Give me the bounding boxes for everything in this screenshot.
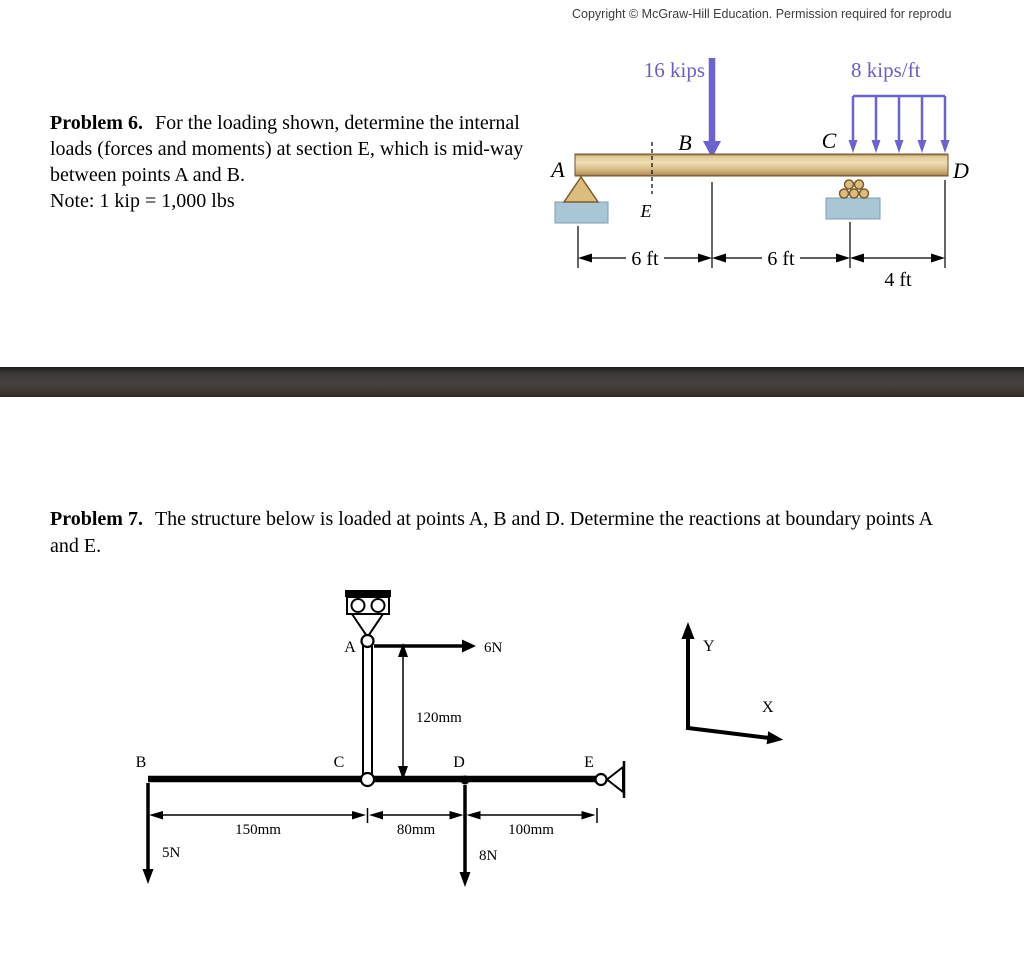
joint-d	[460, 775, 470, 785]
dim-bc: 6 ft	[767, 248, 795, 270]
label-c: C	[822, 128, 837, 153]
pin-support-a	[554, 175, 609, 224]
distributed-load	[848, 94, 950, 153]
roller-support-c	[825, 179, 881, 220]
force-8n-label: 8N	[479, 848, 498, 864]
support-e	[594, 761, 626, 798]
dim-150-label: 150mm	[235, 822, 281, 838]
force-8n-arrow	[459, 785, 471, 887]
problem7-body: The structure below is loaded at points …	[50, 508, 933, 557]
label-a: A	[549, 157, 565, 182]
distributed-load-label: 8 kips/ft	[851, 58, 921, 82]
axis-y-label: Y	[703, 638, 715, 655]
axis-x-label: X	[762, 699, 774, 716]
top-support-a	[345, 590, 391, 638]
pin-c	[359, 771, 376, 788]
force-6n-label: 6N	[484, 640, 503, 656]
label-b: B	[136, 754, 147, 771]
dim-ab: 6 ft	[631, 248, 659, 270]
dim-100-label: 100mm	[508, 822, 554, 838]
problem7-diagram: 6N 120mm A B C D E 5N 8N	[136, 590, 784, 887]
dimension-chain	[149, 808, 598, 823]
point-load-arrow	[703, 58, 721, 158]
problem6-note: Note: 1 kip = 1,000 lbs	[50, 190, 235, 212]
dim-cd: 4 ft	[884, 269, 912, 291]
problem6-statement: Problem 6.For the loading shown, determi…	[50, 110, 550, 214]
page-divider	[0, 367, 1024, 397]
label-d: D	[453, 754, 465, 771]
force-5n-label: 5N	[162, 845, 181, 861]
label-a: A	[344, 639, 356, 656]
force-6n-arrow	[374, 639, 476, 653]
label-b: B	[678, 130, 691, 155]
coordinate-axes	[681, 622, 784, 745]
problem6-title: Problem 6.	[50, 112, 143, 134]
label-e: E	[640, 201, 652, 221]
force-5n-arrow	[142, 783, 154, 884]
label-c: C	[334, 754, 345, 771]
pin-a	[360, 633, 375, 649]
label-d: D	[952, 158, 969, 183]
problem7-statement: Problem 7.The structure below is loaded …	[50, 506, 950, 560]
beam	[574, 153, 949, 177]
dim-120-arrow	[398, 643, 408, 780]
vertical-member	[362, 640, 373, 781]
dim-80-label: 80mm	[397, 822, 436, 838]
dim-120-label: 120mm	[416, 710, 462, 726]
problem6-diagram: 8 kips/ft 16 kips A B C D E	[549, 58, 969, 291]
label-e: E	[584, 754, 594, 771]
point-load-label: 16 kips	[644, 58, 705, 82]
copyright-text: Copyright © McGraw-Hill Education. Permi…	[572, 7, 952, 21]
problem6-body: For the loading shown, determine the int…	[50, 112, 524, 186]
dimension-lines	[577, 180, 946, 268]
problem7-title: Problem 7.	[50, 508, 143, 530]
